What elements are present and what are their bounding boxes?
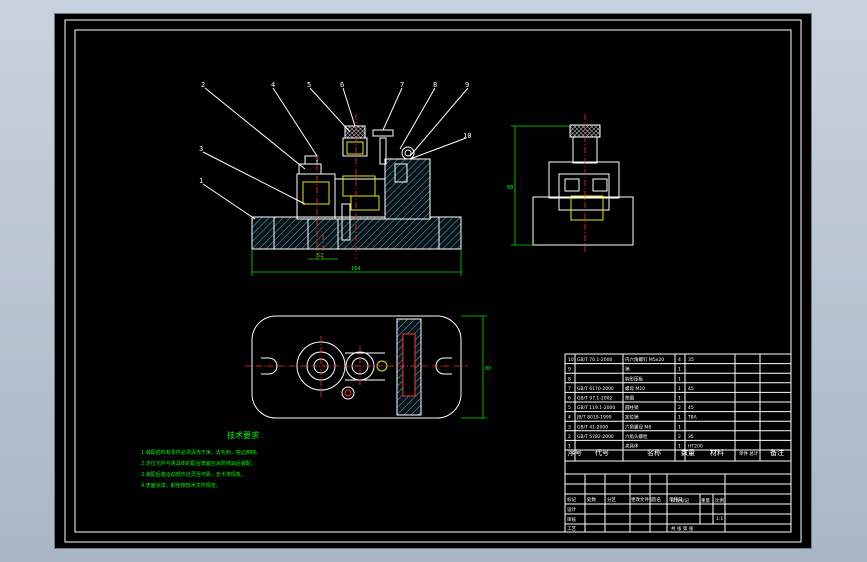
header-material: 材料	[710, 448, 724, 457]
tech-title: 技术要求	[227, 430, 259, 440]
annotation-layer: 2 4 5 6 7 8 9 10 3 1 164 52 88 80 技术要求 1…	[141, 81, 784, 532]
header-seq: 序号	[568, 448, 582, 457]
dim-side-height: 88	[507, 185, 513, 191]
cad-viewport[interactable]: 2 4 5 6 7 8 9 10 3 1 164 52 88 80 技术要求 1…	[55, 14, 811, 548]
weight-label: 重量	[701, 497, 710, 504]
bom-cell-qty: 2	[678, 405, 681, 411]
sign-label-2: 处数	[587, 496, 596, 503]
title-block	[564, 353, 792, 533]
bom-cell-name: 螺母 M10	[625, 385, 645, 392]
bom-cell-code: GB/T 119.1-2000	[577, 405, 615, 411]
bom-cell-seq: 4	[568, 415, 571, 421]
bom-cell-name: 垫圈	[625, 395, 634, 402]
bom-cell-code: GB/T 6170-2000	[577, 386, 614, 392]
bom-cell-name: 圆柱销	[625, 404, 639, 411]
bom-cell-seq: 2	[568, 434, 571, 440]
bom-cell-material: 45	[688, 386, 694, 392]
tech-line-1: 1.装配前所有零件必须清洗干净，去毛刺，锐边倒钝。	[141, 449, 261, 456]
bom-cell-name: 夹具体	[625, 443, 639, 450]
tech-line-3: 3.装配后各运动部件应灵活可靠，无卡滞现象。	[141, 471, 246, 478]
bom-cell-qty: 1	[678, 376, 681, 382]
inner-frame	[74, 29, 792, 533]
header-note: 备注	[770, 448, 784, 457]
bom-cell-qty: 1	[678, 367, 681, 373]
bom-cell-seq: 1	[568, 444, 571, 450]
bom-cell-seq: 5	[568, 405, 571, 411]
balloon-3: 3	[199, 145, 203, 153]
dim-plan-height: 80	[485, 366, 491, 372]
role-process: 工艺	[567, 526, 576, 532]
sign-label-6: 年月日	[669, 496, 683, 503]
bom-cell-seq: 7	[568, 386, 571, 392]
bom-cell-name: 定位销	[625, 414, 639, 421]
bom-cell-qty: 1	[678, 386, 681, 392]
scale-label: 比例	[715, 497, 724, 504]
front-view	[202, 87, 469, 276]
balloon-8: 8	[433, 81, 437, 89]
bom-cell-material: 35	[688, 434, 694, 440]
bom-cell-name: 钩形压板	[625, 375, 643, 382]
bom-cell-material: HT200	[688, 444, 703, 450]
dim-sub: 52	[317, 253, 323, 259]
bom-cell-code: GB/T 41-2000	[577, 424, 608, 430]
top-view	[245, 315, 487, 419]
assembly-drawing	[64, 19, 802, 543]
balloon-4: 4	[271, 81, 275, 89]
balloon-9: 9	[465, 81, 469, 89]
bom-cell-code: GB/T 70.1-2000	[577, 357, 613, 363]
bom-cell-code: GB/T 5782-2000	[577, 434, 614, 440]
bom-cell-name: 内六角螺钉 M5x20	[625, 356, 664, 363]
bom-cell-seq: 10	[568, 357, 574, 363]
bom-cell-qty: 1	[678, 424, 681, 430]
bom-cell-name: 六角头螺栓	[625, 433, 648, 440]
bom-cell-code: JB/T 8019-1999	[576, 415, 612, 421]
sign-label-4: 更改文件号	[631, 496, 654, 503]
balloon-6: 6	[340, 81, 344, 89]
side-view	[511, 114, 634, 254]
bom-cell-qty: 1	[678, 444, 681, 450]
bom-cell-qty: 2	[678, 434, 681, 440]
tech-line-2: 2.定位元件与夹具体的配合表面应涂防锈油后装配。	[141, 460, 256, 467]
balloon-10: 10	[463, 132, 471, 140]
header-name: 名称	[647, 448, 661, 457]
balloon-5: 5	[307, 81, 311, 89]
bom-cell-material: 35	[688, 357, 694, 363]
dim-width: 164	[351, 266, 361, 272]
sign-label-1: 标记	[567, 496, 576, 503]
bom-cell-material: 45	[688, 405, 694, 411]
balloon-7: 7	[400, 81, 404, 89]
role-design: 设计	[567, 506, 576, 513]
bom-cell-qty: 1	[678, 415, 681, 421]
bom-cell-name: 六角螺母 M8	[625, 423, 651, 430]
stage-label: 阶段标记	[671, 497, 689, 504]
bom-cell-seq: 9	[568, 367, 571, 373]
sign-label-5: 签名	[652, 496, 661, 503]
header-single-total: 单件 总计	[739, 450, 759, 457]
header-qty: 数量	[681, 448, 695, 457]
bom-cell-name: 销	[625, 366, 630, 373]
scale-value: 1:1	[716, 516, 723, 522]
header-code: 代号	[595, 448, 609, 457]
outer-frame	[64, 19, 802, 543]
bom-cell-qty: 1	[678, 396, 681, 402]
tech-line-4: 4.表面涂漆，颜色按技术文件规定。	[141, 482, 221, 489]
bom-cell-seq: 6	[568, 396, 571, 402]
sheet-label: 共 张 第 张	[671, 525, 694, 532]
balloon-1: 1	[199, 177, 203, 185]
bom-cell-seq: 3	[568, 424, 571, 430]
balloon-2: 2	[201, 81, 205, 89]
role-review: 审核	[567, 516, 576, 523]
bom-cell-seq: 8	[568, 376, 571, 382]
bom-cell-qty: 4	[678, 357, 681, 363]
bom-cell-code: GB/T 97.1-2002	[577, 396, 613, 402]
bom-cell-material: T8A	[687, 415, 698, 421]
sign-label-3: 分区	[607, 496, 616, 503]
